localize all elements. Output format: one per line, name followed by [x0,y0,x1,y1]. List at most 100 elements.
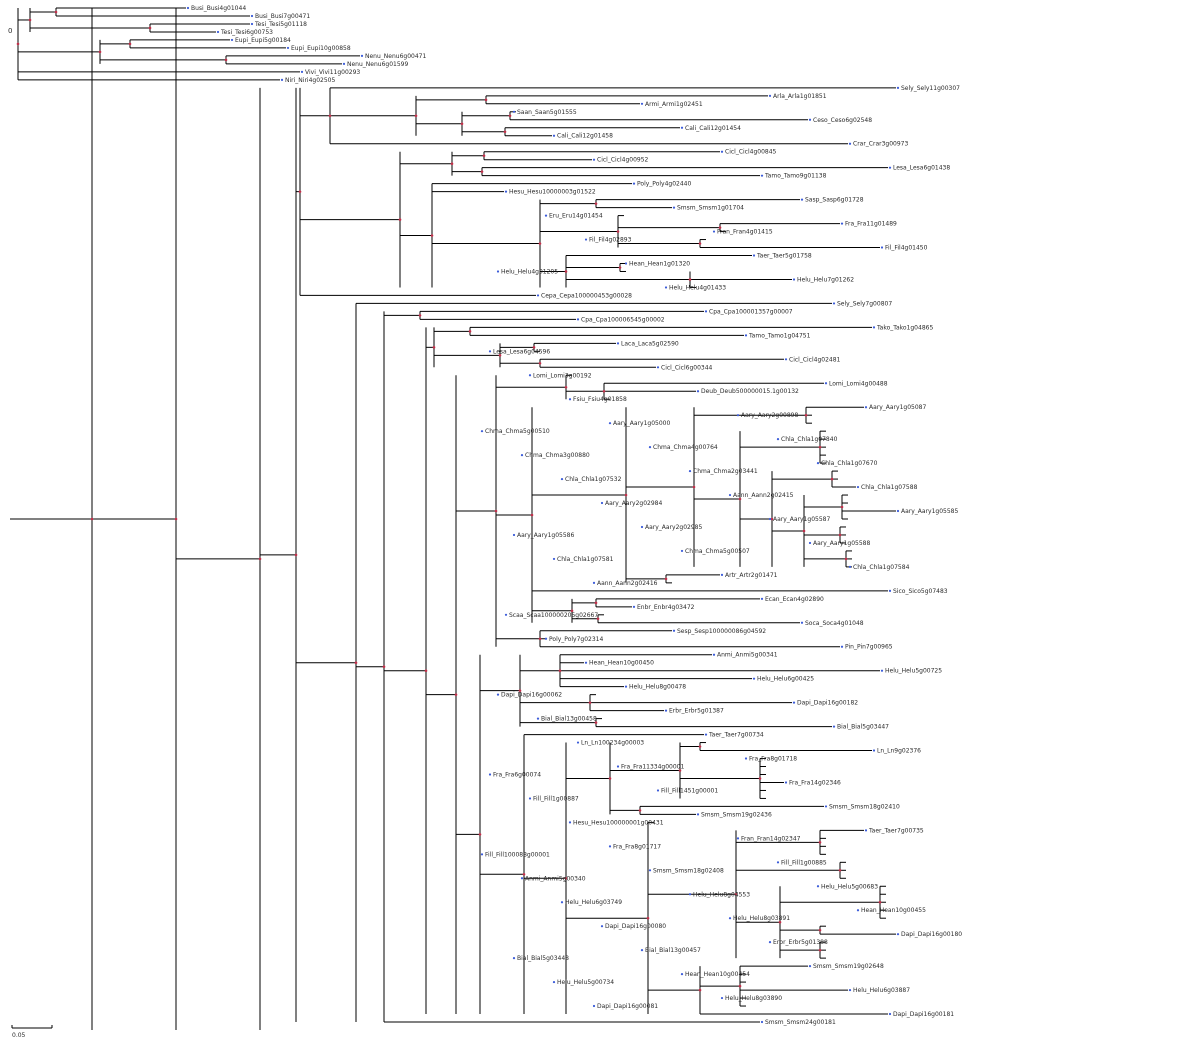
node-marker [838,868,842,872]
node-marker [484,98,488,102]
leaf-tag [286,46,290,50]
leaf-label: Niri_Niri4g02505 [285,77,335,84]
leaf-label: Fsiu_Fsiu4g01858 [573,396,627,403]
leaf-tag [512,957,516,960]
leaf-tag [840,222,844,225]
leaf-label: Helu_Helu6g00425 [757,676,814,683]
leaf-tag [760,597,764,600]
node-marker [638,809,642,812]
leaf-label: Scaa_Scaa100000205g02667 [509,612,598,619]
node-marker [298,190,302,193]
node-marker [758,777,762,780]
leaf-tag [624,685,628,688]
leaf-tag [880,669,884,672]
leaf-tag [776,438,780,441]
node-marker [688,278,692,281]
leaf-label: Saan_Saan5g01555 [517,109,577,116]
leaf-label: Chla_Chla1g07581 [557,556,614,563]
node-marker [530,513,534,517]
leaf-tag [656,366,660,369]
leaf-tag [250,14,254,18]
leaf-label: Aary_Aary1g05587 [773,516,830,523]
leaf-label: Helu_Helu5g00683 [821,883,878,890]
leaf-tag [664,709,668,712]
node-marker [518,689,522,692]
leaf-tag [560,901,564,904]
node-marker [414,114,418,118]
leaf-label: Crar_Crar3g00973 [853,141,908,148]
leaf-label: Armi_Armi1g02451 [645,101,703,108]
leaf-label: Helu_Helu5g00734 [557,979,614,986]
leaf-tag [536,717,540,720]
leaf-label: Dapi_Dapi16g00062 [501,692,562,699]
node-marker [522,872,526,876]
node-marker [802,529,806,533]
leaf-tag [760,174,764,177]
leaf-tag [584,661,588,664]
leaf-tag [840,645,844,648]
leaf-tag [680,549,684,553]
leaf-tag [752,677,756,680]
leaf-label: Laca_Laca5g02590 [621,340,679,347]
leaf-label: Chla_Chla1g07532 [565,476,622,483]
leaf-label: Aary_Aary1g05087 [869,404,926,411]
leaf-tag [186,6,190,10]
leaf-tag [552,980,556,984]
leaf-tag [520,454,524,457]
node-marker [494,509,498,513]
leaf-label: Soca_Soca4g01048 [805,620,864,627]
leaf-tag [250,22,254,26]
leaf-label: Erbr_Erbr5g01388 [773,939,828,946]
node-marker [818,841,822,844]
leaf-label: Poly_Poly4g02440 [637,181,691,188]
leaf-tag [848,988,852,992]
node-marker [460,122,464,126]
leaf-label: Fran_Fran14g02347 [741,835,801,842]
node-marker [482,154,486,158]
leaf-tag [504,613,508,616]
node-marker [718,226,722,229]
leaf-tag [808,541,812,545]
leaf-label: Sesp_Sesp100000086g04592 [677,628,766,635]
leaf-label: Busi_Busi7g00471 [255,13,310,20]
tree-branches [10,7,896,1030]
leaf-tag [720,573,724,576]
leaf-tag [504,190,508,193]
leaf-tag [688,469,692,473]
leaf-label: Fra_Fra8g01717 [613,843,661,850]
leaf-tag [520,877,524,880]
leaf-label: Aann_Aann2g02416 [597,580,658,587]
node-marker [698,242,702,245]
leaf-label: Fill_Fill100088g00001 [485,851,550,858]
node-marker [564,385,568,389]
leaf-label: Fill_Fill1g00885 [781,859,827,866]
node-marker [602,389,606,393]
node-marker [624,493,628,497]
leaf-label: Chla_Chla1g07670 [821,460,878,467]
leaf-tag [832,725,836,728]
leaf-tag [760,1020,764,1024]
node-marker [738,984,742,988]
leaf-tag [744,757,748,760]
node-marker [838,533,842,537]
leaf-tag [592,1004,596,1008]
leaf-tag [512,110,516,113]
node-marker [538,637,542,641]
leaf-labels: Busi_Busi4g01044Busi_Busi7g00471Tesi_Tes… [186,5,962,1026]
leaf-tag [528,797,532,800]
node-marker [840,505,844,509]
node-marker [818,948,822,952]
leaf-tag [560,477,564,481]
node-marker [128,42,132,46]
leaf-tag [808,118,812,121]
leaf-label: Hean_Hean10g00450 [589,660,654,667]
leaf-label: Smsm_Smsm19g02436 [701,811,772,818]
leaf-tag [672,629,676,632]
leaf-tag [736,414,740,417]
leaf-tag [768,517,772,521]
node-marker [538,242,542,245]
leaf-tag [656,789,660,792]
leaf-label: Hesu_Hesu10000003g01522 [509,189,596,196]
leaf-tag [488,773,492,776]
